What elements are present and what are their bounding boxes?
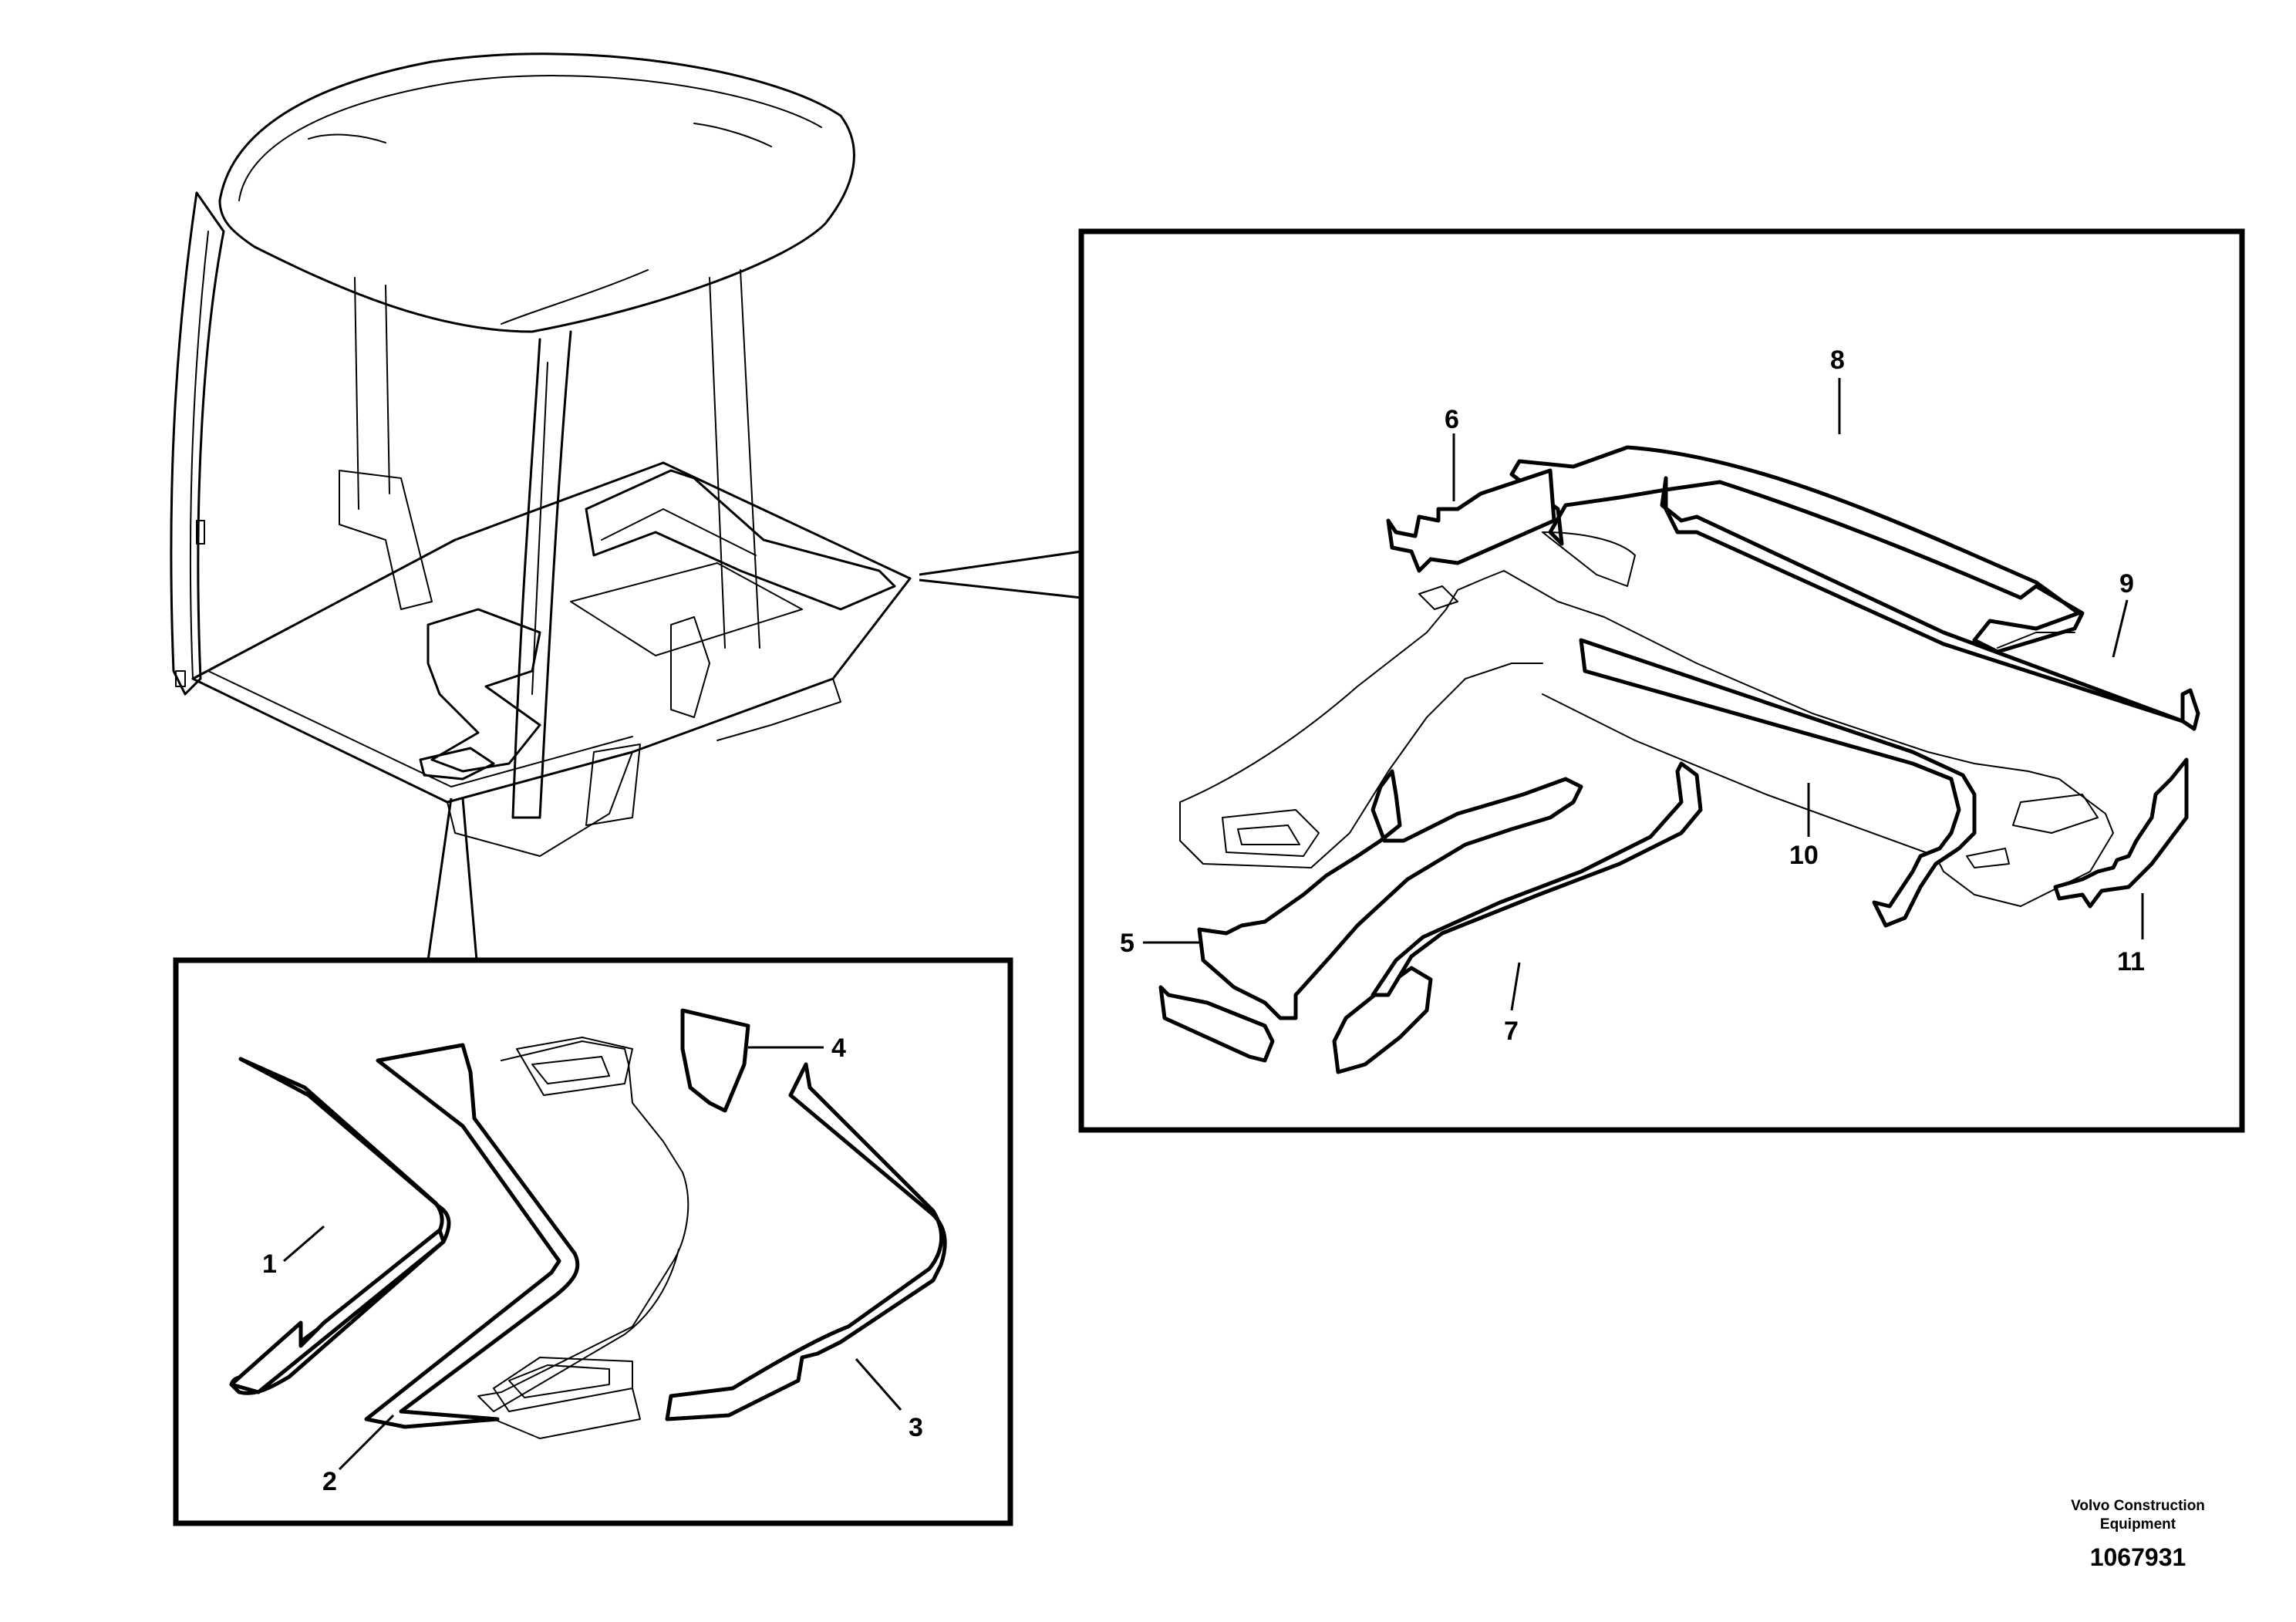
part-9-shape [1660,476,2200,731]
part-7-shape [1332,966,1433,1074]
callout-2: 2 [322,1467,337,1496]
main-duct-shape [1179,570,2114,907]
part-3-shape [665,1062,947,1421]
part-5-shape [1158,985,1275,1063]
callout-1: 1 [262,1249,277,1279]
cab-to-upper-box-leader [919,550,1083,599]
upper-detail-frame [1078,228,2245,1133]
lower-leaders [283,1046,902,1471]
brand-line-1: Volvo Construction [2071,1498,2205,1514]
part-2-shape [364,1043,580,1429]
brand-line-2: Equipment [2100,1516,2176,1533]
callout-11: 11 [2117,947,2145,976]
document-number: 1067931 [2090,1543,2186,1571]
callout-8: 8 [1830,346,1845,375]
part-8-shape [1509,445,2085,654]
cab-overview [170,52,912,857]
lower-detail-frame [173,957,1013,1526]
callout-7: 7 [1504,1017,1519,1046]
center-duct-shape [477,1040,689,1412]
part-1-shape [229,1057,451,1395]
part-10-shape [1579,638,1977,928]
part-11-shape [2053,757,2189,909]
part-6-shape [1386,468,1556,573]
callout-3: 3 [909,1413,923,1442]
callout-9: 9 [2119,569,2134,599]
upper-detail-parts [1158,445,2200,1074]
upper-leaders [1143,378,2144,1011]
callout-6: 6 [1445,405,1459,434]
lower-detail-parts [229,1008,947,1439]
part-4-shape [680,1008,750,1113]
callout-4: 4 [831,1034,846,1063]
callout-10: 10 [1789,841,1819,870]
callout-5: 5 [1120,929,1135,958]
